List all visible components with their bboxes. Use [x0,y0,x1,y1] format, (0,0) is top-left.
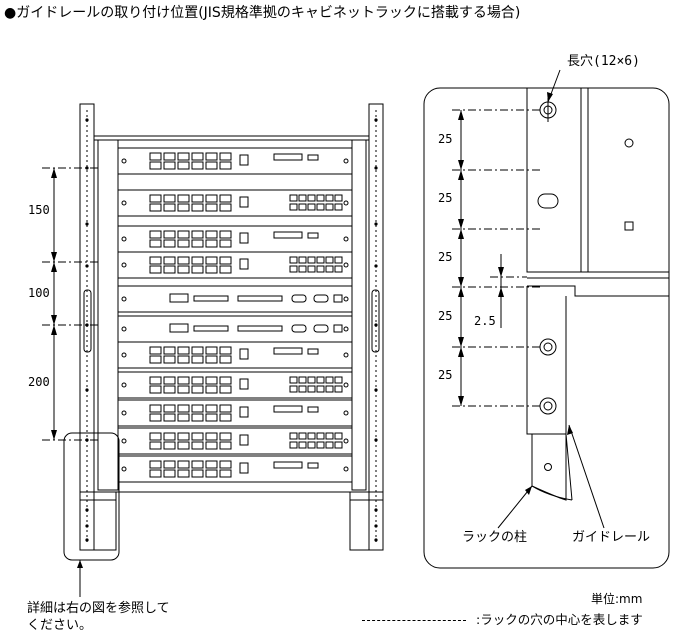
rail-label: ガイドレール [572,530,650,545]
dim-label-2-5: 2.5 [474,314,496,328]
dim-label-25-5: 25 [438,368,452,382]
legend-dashdot-line [362,620,466,621]
dim-label-25-4: 25 [438,309,452,323]
side-bracket-right [351,139,367,491]
right-dimension-line [458,110,504,406]
post-label: ラックの柱 [462,530,527,545]
rail-holes [539,98,557,471]
dim-label-100: 100 [28,286,50,300]
dim-label-25-3: 25 [438,250,452,264]
unit-label: 単位:mm [591,592,643,606]
rail-detail-view [423,69,670,569]
rack-post [531,434,567,501]
dim-label-25-2: 25 [438,191,452,205]
rail-label-leader [568,424,605,529]
side-bracket-left [97,139,119,491]
dim-label-25-1: 25 [438,132,452,146]
post-label-leader [497,485,533,529]
rack-unit [117,341,353,369]
rack-unit [117,371,353,399]
rack-unit [117,455,353,483]
hole-label: 長穴(12×6) [567,54,640,69]
legend-text: :ラックの穴の中心を表します [476,612,643,627]
dim-label-150: 150 [28,203,50,217]
rack-units [117,147,353,483]
rack-unit [117,399,353,427]
left-dimension-line [51,168,57,440]
rack-unit [117,285,353,313]
rack-unit [117,427,353,455]
rack-unit [117,225,353,253]
handle-left [83,289,92,353]
hole-center-lines-left [42,167,100,441]
rack-front-view [79,103,384,551]
rack-unit [117,315,353,343]
dim-label-200: 200 [28,375,50,389]
detail-callout-box [63,432,120,561]
guide-rail [527,285,669,297]
detail-note-line1: 詳細は右の図を参照して [27,601,170,616]
rack-unit [117,251,353,279]
rack-unit [117,189,353,217]
diagram-title: ●ガイドレールの取り付け位置(JIS規格準拠のキャビネットラックに搭載する場合) [4,5,521,21]
hole-center-lines-right [452,109,540,407]
handle-right [371,289,380,353]
slot-hole [537,193,559,209]
rack-cabinet [93,135,370,493]
rack-unit [117,147,353,175]
detail-note-line2: ください。 [27,618,93,633]
